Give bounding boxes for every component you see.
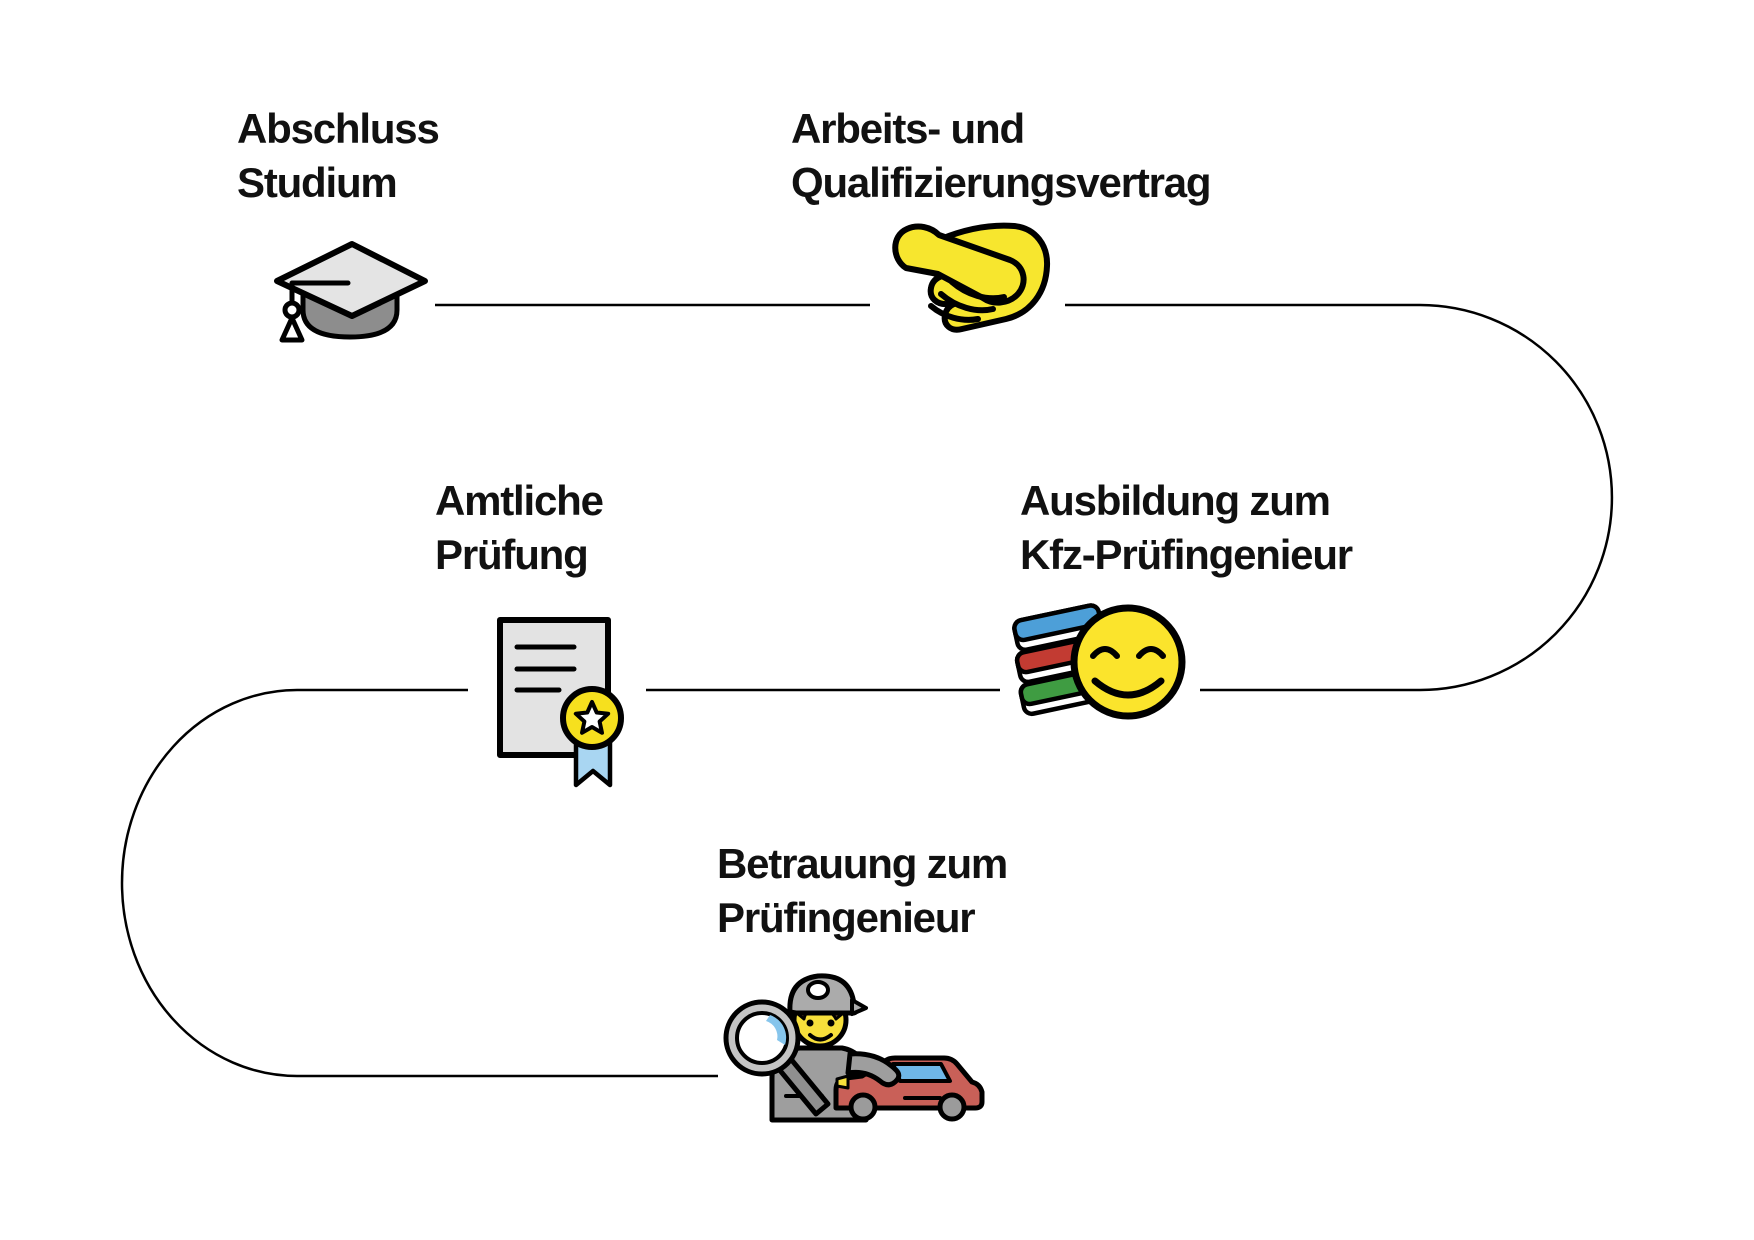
car-light [835, 1074, 850, 1090]
step-4-label: Ausbildung zum Kfz-Prüfingenieur [1020, 474, 1353, 582]
car-window [891, 1062, 952, 1083]
certificate-icon [497, 617, 624, 788]
step-5-label: Betrauung zum Prüfingenieur [717, 837, 1008, 945]
rear-wheel [848, 1092, 878, 1122]
handshake-icon [892, 222, 1051, 333]
step-1-label-line-2: Studium [237, 159, 398, 206]
arm [845, 1051, 902, 1088]
step-5-label-line-1: Betrauung zum [717, 840, 1008, 887]
smiley-face [1070, 604, 1186, 720]
front-wheel [937, 1092, 967, 1122]
inspector-car-icon [723, 973, 985, 1123]
flow-connector-path [120, 303, 1614, 1078]
step-1-label: Abschluss Studium [237, 102, 440, 210]
magnifier [723, 999, 831, 1117]
step-4-label-line-2: Kfz-Prüfingenieur [1020, 531, 1353, 578]
step-2-label-line-2: Qualifizierungsvertrag [791, 159, 1212, 206]
step-1-label-line-1: Abschluss [237, 105, 440, 152]
step-3-label-line-1: Amtliche [435, 477, 604, 524]
books-smiley-icon [1012, 603, 1186, 720]
step-5-label-line-2: Prüfingenieur [717, 894, 976, 941]
step-4-label-line-1: Ausbildung zum [1020, 477, 1331, 524]
step-2-label-line-1: Arbeits- und [791, 105, 1025, 152]
step-3-label-line-2: Prüfung [435, 531, 589, 578]
step-2-label: Arbeits- und Qualifizierungsvertrag [791, 102, 1212, 210]
graduation-cap-icon [274, 241, 428, 343]
step-3-label: Amtliche Prüfung [435, 474, 604, 582]
